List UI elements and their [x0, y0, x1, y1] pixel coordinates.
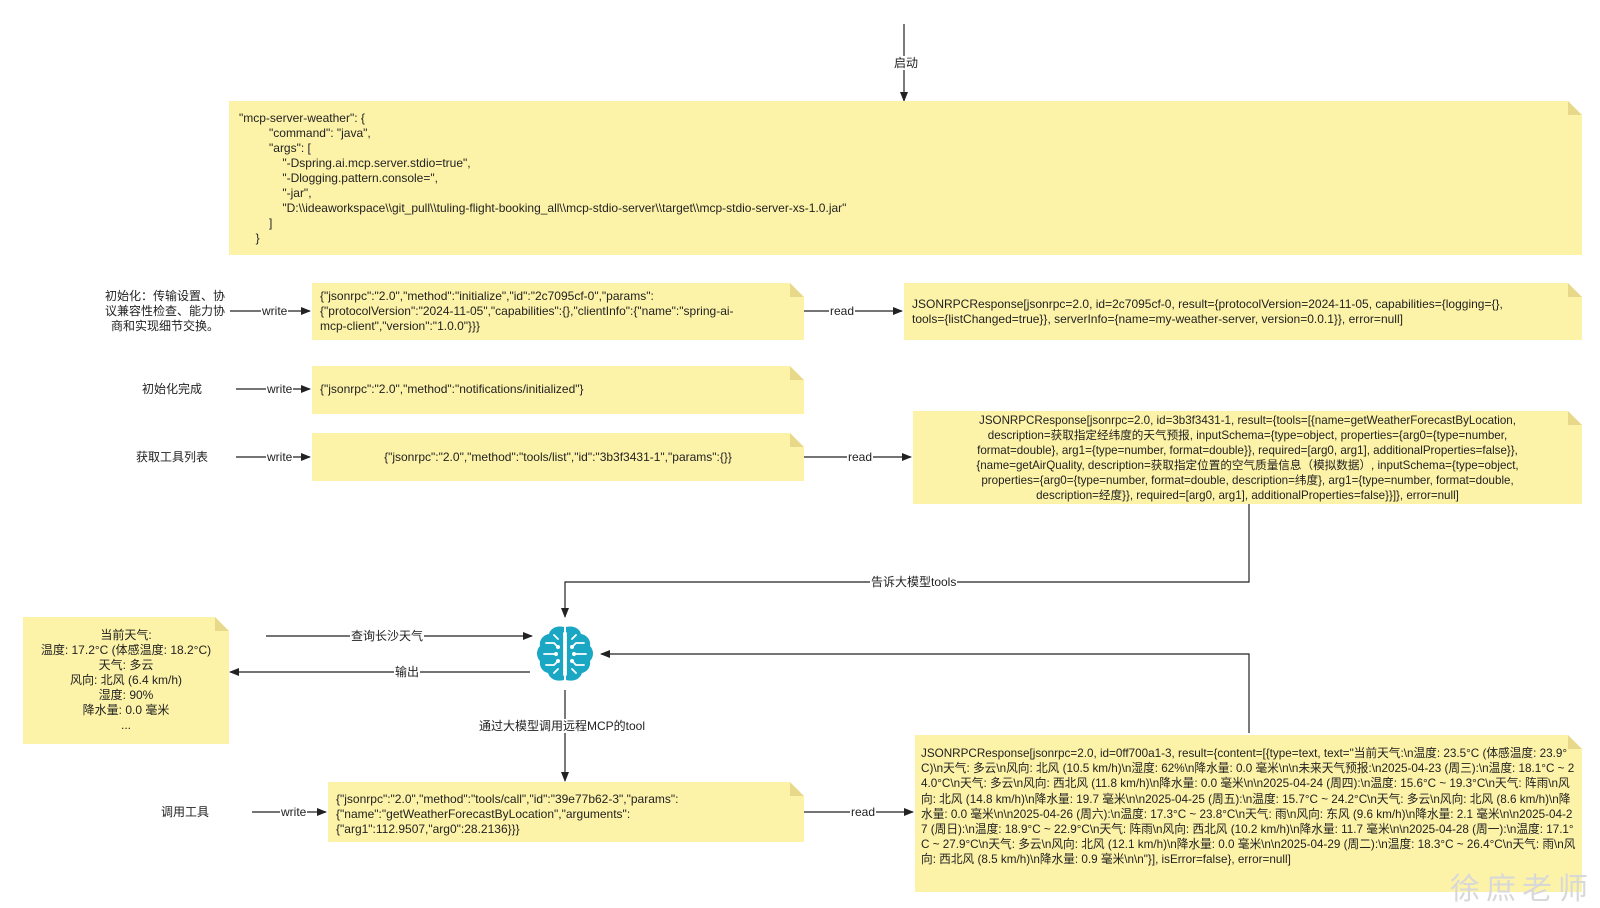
weather-output-note: 当前天气: 温度: 17.2°C (体感温度: 18.2°C) 天气: 多云 风…	[23, 617, 229, 744]
tools-list-side-label: 获取工具列表	[135, 450, 208, 464]
output-label: 输出	[394, 665, 421, 679]
initialized-side-label: 初始化完成	[141, 382, 202, 396]
watermark: 徐庶老师	[1450, 873, 1594, 906]
brain-icon	[537, 626, 593, 681]
tools-read-label: read	[847, 450, 874, 464]
init-read-label: read	[829, 304, 856, 318]
init-write-label: write	[261, 304, 289, 318]
config-note: "mcp-server-weather": { "command": "java…	[229, 101, 1582, 255]
initialized-request-note: {"jsonrpc":"2.0","method":"notifications…	[312, 366, 804, 414]
start-label: 启动	[893, 56, 920, 70]
tell-tools-label: 告诉大模型tools	[870, 575, 958, 589]
init-response-note: JSONRPCResponse[jsonrpc=2.0, id=2c7095cf…	[904, 283, 1582, 340]
result-return-arrow	[600, 650, 1250, 733]
call-write-label: write	[280, 805, 308, 819]
tell-tools-arrow	[561, 503, 1250, 618]
call-request-note: {"jsonrpc":"2.0","method":"tools/call","…	[328, 782, 804, 842]
call-response-note: JSONRPCResponse[jsonrpc=2.0, id=0ff700a1…	[915, 735, 1582, 892]
init-request-note: {"jsonrpc":"2.0","method":"initialize","…	[312, 283, 804, 340]
tools-list-response-note: JSONRPCResponse[jsonrpc=2.0, id=3b3f3431…	[913, 411, 1582, 504]
query-label: 查询长沙天气	[350, 629, 425, 643]
via-llm-label: 通过大模型调用远程MCP的tool	[478, 719, 647, 733]
tools-write-label: write	[266, 450, 294, 464]
call-read-label: read	[850, 805, 877, 819]
initialized-write-label: write	[266, 382, 294, 396]
call-side-label: 调用工具	[160, 805, 209, 819]
init-side-label: 初始化：传输设置、协 议兼容性检查、能力协 商和实现细节交换。	[104, 289, 225, 333]
tools-list-request-note: {"jsonrpc":"2.0","method":"tools/list","…	[312, 433, 804, 481]
